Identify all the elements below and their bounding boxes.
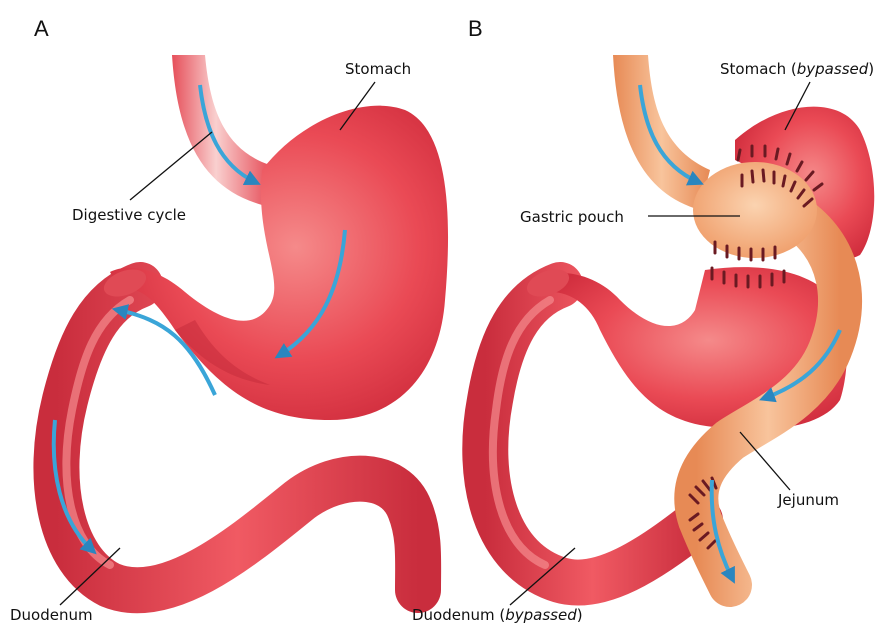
label-duodenum-a: Duodenum [10, 606, 93, 624]
label-duodenum-bypassed: Duodenum (bypassed) [412, 606, 583, 624]
panel-letter-a: A [34, 16, 49, 41]
panel-a: A Stomach Digestive cycle Duodenum [10, 16, 448, 624]
label-digestive-cycle: Digestive cycle [72, 206, 186, 224]
stomach-a [110, 106, 448, 420]
gastric-pouch [693, 162, 817, 258]
leader-digestive-a [130, 132, 212, 200]
panel-b: B [412, 16, 874, 624]
label-jejunum: Jejunum [777, 491, 839, 509]
label-stomach-bypassed: Stomach (bypassed) [720, 60, 874, 78]
label-gastric-pouch: Gastric pouch [520, 208, 624, 226]
esophagus-b [613, 55, 710, 210]
panel-letter-b: B [468, 16, 483, 41]
label-stomach-a: Stomach [345, 60, 411, 78]
esophagus-a [172, 55, 270, 205]
